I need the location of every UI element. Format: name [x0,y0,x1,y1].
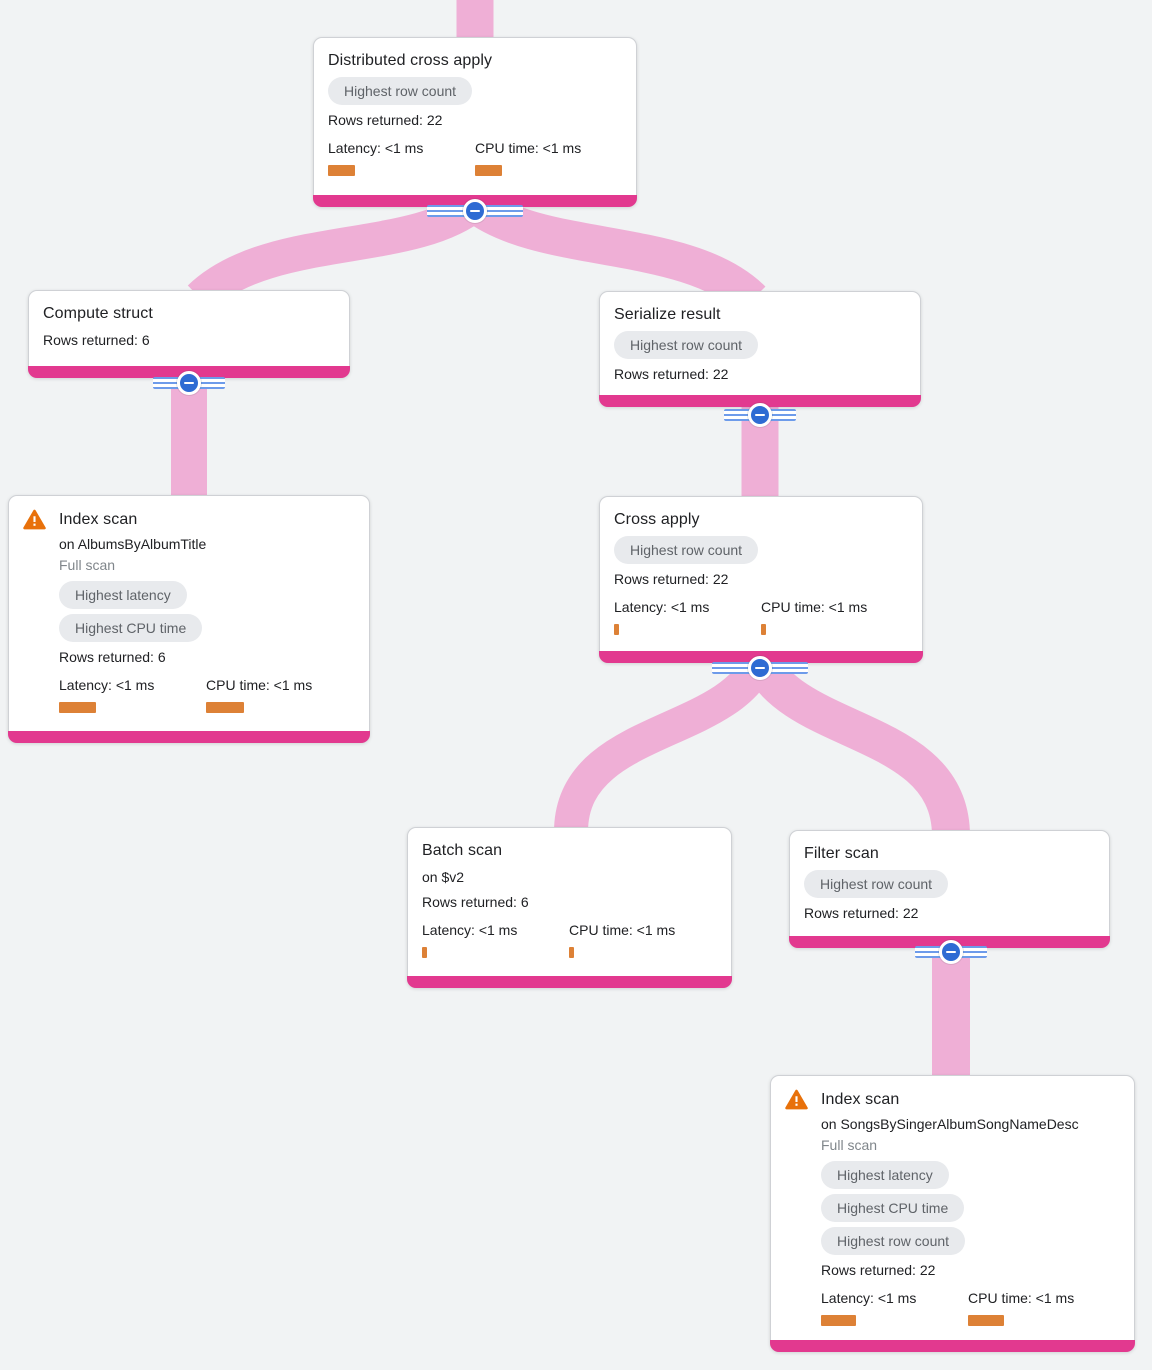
scan-target-text: on $v2 [422,869,465,885]
cpu-time-metric: CPU time: <1 ms [206,676,355,713]
node-title: Serialize result [614,306,721,323]
edge-distributed-cross-apply-to-serialize-result [463,188,766,315]
latency-bar [614,624,619,635]
latency-bar [59,702,96,713]
node-title: Filter scan [804,845,879,862]
cpu-time-metric: CPU time: <1 ms [475,139,622,176]
collapse-button-compute-struct[interactable] [153,371,225,395]
plan-node-cross-apply[interactable]: Cross apply Highest row count Rows retur… [599,496,923,663]
badge-highest-row-count: Highest row count [614,536,759,564]
node-title: Distributed cross apply [328,52,493,69]
node-title: Compute struct [43,305,153,322]
minus-icon [939,940,963,964]
cpu-time-metric: CPU time: <1 ms [569,921,717,958]
rows-returned-text: Rows returned: 22 [614,571,729,587]
cpu-time-bar [206,702,244,713]
rows-band [8,731,370,743]
node-title: Index scan [59,510,138,528]
badge-highest-cpu-time: Highest CPU time [59,614,203,642]
badge-highest-row-count: Highest row count [614,331,759,359]
cpu-time-bar [569,947,574,958]
latency-bar [328,165,355,176]
minus-icon [463,199,487,223]
rows-returned-text: Rows returned: 6 [43,332,150,348]
rows-returned-text: Rows returned: 6 [422,894,529,910]
badge-highest-row-count: Highest row count [804,870,949,898]
cpu-time-label: CPU time: <1 ms [569,922,676,938]
rows-returned-text: Rows returned: 22 [614,366,729,382]
edge-cross-apply-to-batch-scan [554,652,776,834]
rows-band [407,976,732,988]
cpu-time-label: CPU time: <1 ms [761,599,868,615]
cpu-time-label: CPU time: <1 ms [475,140,582,156]
rows-returned-text: Rows returned: 22 [821,1262,936,1278]
cpu-time-metric: CPU time: <1 ms [761,598,908,635]
scan-mode-text: Full scan [821,1137,878,1153]
plan-node-compute-struct[interactable]: Compute struct Rows returned: 6 [28,290,350,378]
rows-returned-text: Rows returned: 22 [328,112,443,128]
latency-label: Latency: <1 ms [59,677,155,693]
scan-target-text: on SongsBySingerAlbumSongNameDesc [821,1116,1079,1132]
scan-mode-text: Full scan [59,557,116,573]
rows-returned-text: Rows returned: 6 [59,649,166,665]
minus-icon [177,371,201,395]
plan-node-distributed-cross-apply[interactable]: Distributed cross apply Highest row coun… [313,37,637,207]
collapse-button-filter-scan[interactable] [915,940,987,964]
rows-band [599,395,921,407]
cpu-time-bar [761,624,766,635]
minus-icon [748,403,772,427]
latency-label: Latency: <1 ms [821,1290,917,1306]
badge-highest-latency: Highest latency [821,1161,949,1189]
rows-band [770,1340,1135,1352]
collapse-button-cross-apply[interactable] [712,656,808,680]
badge-highest-row-count: Highest row count [821,1227,966,1255]
collapse-button-distributed-cross-apply[interactable] [427,199,523,223]
cpu-time-metric: CPU time: <1 ms [968,1289,1120,1326]
latency-metric: Latency: <1 ms [59,676,206,713]
scan-target-text: on AlbumsByAlbumTitle [59,536,207,552]
edge-cross-apply-to-filter-scan [742,650,970,838]
edge-distributed-cross-apply-to-compute-struct [187,189,487,312]
plan-node-index-scan-albums[interactable]: Index scan on AlbumsByAlbumTitle Full sc… [8,495,370,743]
plan-node-index-scan-songs[interactable]: Index scan on SongsBySingerAlbumSongName… [770,1075,1135,1352]
plan-node-batch-scan[interactable]: Batch scan on $v2 Rows returned: 6 Laten… [407,827,732,988]
latency-bar [821,1315,856,1326]
minus-icon [748,656,772,680]
badge-highest-cpu-time: Highest CPU time [821,1194,965,1222]
plan-node-serialize-result[interactable]: Serialize result Highest row count Rows … [599,291,921,407]
latency-metric: Latency: <1 ms [328,139,475,176]
latency-label: Latency: <1 ms [328,140,424,156]
node-title: Index scan [821,1090,900,1108]
node-title: Batch scan [422,842,503,859]
badge-highest-latency: Highest latency [59,581,187,609]
collapse-button-serialize-result[interactable] [724,403,796,427]
cpu-time-bar [968,1315,1004,1326]
warning-triangle-icon [23,509,46,530]
latency-metric: Latency: <1 ms [821,1289,968,1326]
badge-highest-row-count: Highest row count [328,77,473,105]
cpu-time-bar [475,165,502,176]
cpu-time-label: CPU time: <1 ms [968,1290,1075,1306]
latency-label: Latency: <1 ms [422,922,518,938]
rows-returned-text: Rows returned: 22 [804,905,919,921]
plan-node-filter-scan[interactable]: Filter scan Highest row count Rows retur… [789,830,1110,948]
warning-triangle-icon [785,1089,808,1110]
latency-label: Latency: <1 ms [614,599,710,615]
node-title: Cross apply [614,511,700,528]
latency-metric: Latency: <1 ms [614,598,761,635]
latency-bar [422,947,427,958]
latency-metric: Latency: <1 ms [422,921,569,958]
cpu-time-label: CPU time: <1 ms [206,677,313,693]
